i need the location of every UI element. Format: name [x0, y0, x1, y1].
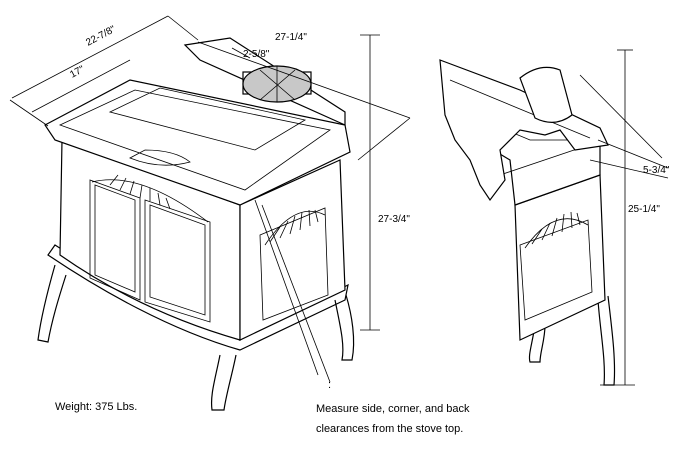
flue-offset-dim-label: 2-5/8" [243, 49, 270, 60]
side-face [239, 159, 346, 341]
measure-note-line1: Measure side, corner, and back [316, 403, 470, 415]
inner-depth-dim-label: 17" [68, 64, 87, 81]
front-right-leg [334, 294, 355, 361]
stove-top [44, 79, 351, 206]
rear-height-dim-label: 25-1/4" [628, 204, 660, 215]
rear-offset-dim-label: 5-3/4" [643, 165, 670, 176]
rear-left-leg [528, 324, 546, 363]
weight-label: Weight: 375 Lbs. [55, 401, 137, 413]
rear-cutaway [439, 59, 609, 202]
width-dim-label: 27-1/4" [275, 32, 307, 43]
front-lip [129, 149, 191, 166]
inner-depth-dim-line [31, 59, 131, 113]
front-stove-drawing: 22-7/8" 17" 27-1/4" 2-5/8" 27-3/4" [9, 15, 411, 411]
rear-flue-pipe [519, 66, 573, 123]
height-dim-label: 27-3/4" [378, 214, 410, 225]
width-dim-line [197, 41, 411, 119]
flue-offset-dim-line [231, 47, 251, 59]
right-door [144, 199, 211, 323]
rear-side-window [519, 219, 593, 321]
rear-offset-dim-line [579, 74, 663, 159]
door-fan-decoration [109, 174, 171, 210]
depth-dim-line [11, 15, 169, 99]
rear-stove-drawing: 5-3/4" 25-1/4" [439, 49, 670, 386]
leader-marker: : [328, 379, 331, 391]
leader-line [254, 199, 319, 376]
measure-note-line2: clearances from the stove top. [316, 423, 463, 435]
top-inner-rim [58, 89, 331, 191]
left-door [89, 179, 141, 301]
front-left-leg [37, 264, 67, 343]
side-window [259, 207, 329, 321]
rear-right-leg [597, 295, 616, 386]
front-center-leg [210, 354, 237, 411]
